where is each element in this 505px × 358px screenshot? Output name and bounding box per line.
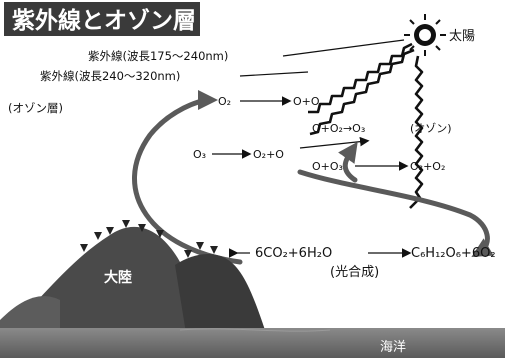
uv-ray-1	[308, 42, 413, 114]
uv-long-wavelength-label: 紫外線(波長240～320nm)	[40, 69, 180, 83]
uv-ray-2	[309, 48, 415, 136]
uv-long-leader	[239, 71, 309, 77]
oxygen-rise-arrow	[132, 90, 243, 265]
ozone-layer-label: (オゾン層)	[8, 101, 63, 115]
photosynthesis-equation-right: C₆H₁₂O₆+6O₂	[411, 246, 496, 261]
reaction-ozone-formation: O+O₂→O₃	[312, 122, 365, 135]
reaction-o-plus-o: O+O	[293, 95, 320, 108]
photosynthesis-label: (光合成)	[330, 265, 379, 280]
title-background	[4, 2, 200, 36]
reaction-o2-plus-o: O₂+O	[253, 148, 284, 161]
uv-short-leader	[282, 39, 405, 57]
oxygen-return-arrow	[297, 169, 494, 258]
reaction-o3: O₃	[193, 148, 206, 161]
sun-icon	[404, 14, 446, 56]
continent-label: 大陸	[104, 269, 132, 286]
reaction-o-plus-o3: O+O₃	[312, 160, 343, 173]
sun-label: 太陽	[449, 29, 475, 44]
ocean-wave	[179, 328, 331, 332]
uv-ray-3	[409, 55, 424, 209]
reaction-o2-plus-o2: O₂+O₂	[410, 160, 445, 173]
diagram-title: 紫外線とオゾン層	[12, 7, 196, 34]
uv-short-wavelength-label: 紫外線(波長175～240nm)	[88, 49, 228, 63]
ocean-label: 海洋	[380, 340, 406, 355]
reaction-o2: O₂	[218, 95, 231, 108]
ocean	[0, 328, 505, 358]
arrow-recycle	[299, 136, 370, 149]
ozone-up-arrow	[338, 141, 358, 183]
reaction-ozone-paren: (オゾン)	[410, 122, 452, 135]
photosynthesis-equation-left: 6CO₂+6H₂O	[255, 246, 332, 261]
